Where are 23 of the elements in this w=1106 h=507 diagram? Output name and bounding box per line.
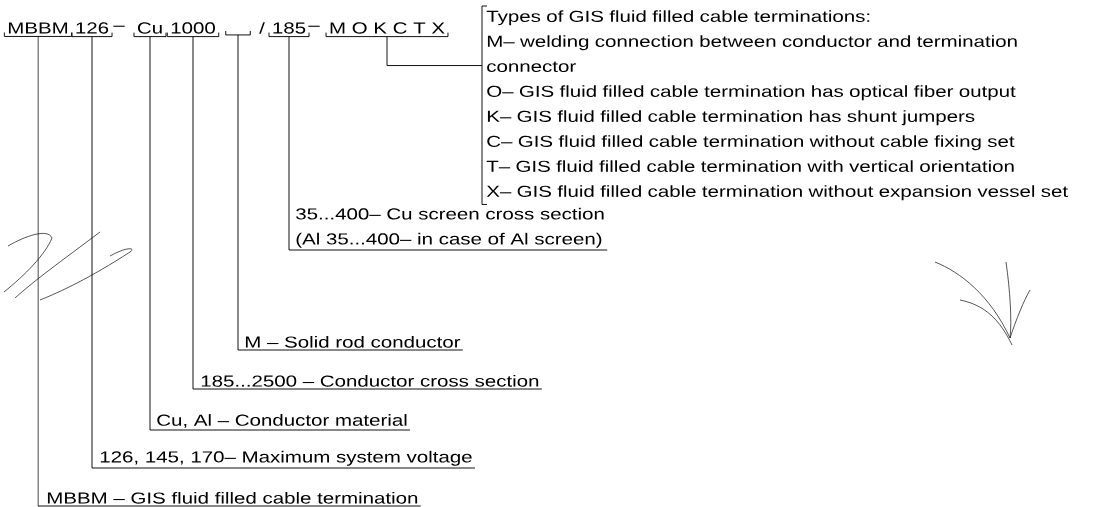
leader-line (91, 36, 476, 469)
description-text: 35...400– Cu screen cross section (Al 35...400– in case of Al screen) (296, 207, 604, 248)
leader-line (37, 35, 422, 507)
leader-line (288, 36, 608, 251)
code-segment: MBBM (3, 22, 73, 37)
description-text: M – Solid rod conductor (245, 336, 461, 348)
code-segment: 1000 (166, 22, 220, 38)
code-segment: M O K C T X (325, 22, 449, 38)
description-text: 185...2500 – Conductor cross section (201, 375, 539, 387)
separator-text: – (308, 25, 320, 27)
code-segment: 126 (71, 22, 113, 38)
code-segment: Cu (133, 22, 167, 38)
description-text: Cu, Al – Conductor material (157, 414, 407, 428)
leader-line (386, 36, 483, 66)
leader-line (149, 36, 411, 431)
description-text: MBBM – GIS fluid filled cable termination (47, 492, 418, 504)
type-list: Types of GIS fluid filled cable terminations: M– welding connection between conductor and termination connector O– GIS fluid filled cable termination has optical fiber output K– GIS fluid filled cable termination has shunt jumpers C– GIS fluid filled cable termination without cable fixing set T– GIS fluid filled cable termination with vertical orientation X– GIS fluid filled cable termination without expansion vessel set (481, 5, 1068, 205)
separator-text: / (259, 22, 265, 34)
leader-line (237, 34, 464, 351)
leader-line (192, 36, 543, 390)
separator-text: – (113, 25, 125, 27)
description-text: 126, 145, 170– Maximum system voltage (100, 450, 472, 466)
code-segment (225, 30, 251, 36)
